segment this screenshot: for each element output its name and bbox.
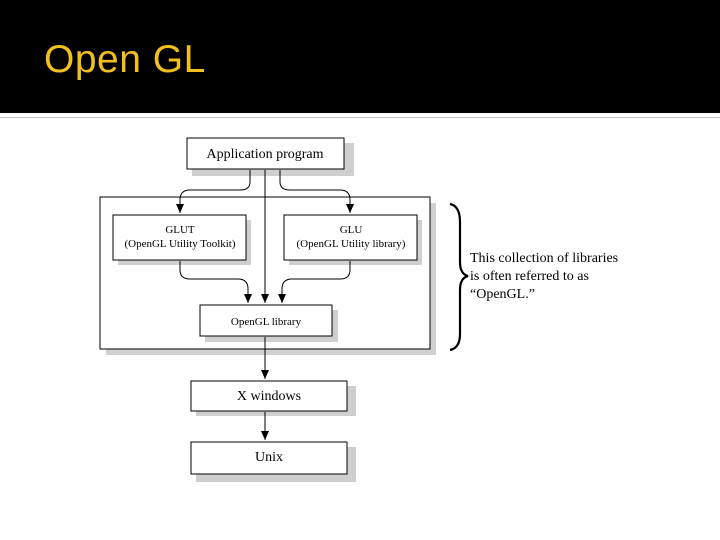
arrow-app-to-glu <box>279 170 354 213</box>
glut-label: GLUT <box>165 224 195 236</box>
application-program-label: Application program <box>206 147 323 162</box>
annotation-line-1: This collection of libraries <box>470 251 618 266</box>
glu-sublabel: (OpenGL Utility library) <box>297 238 406 250</box>
opengl-library-box: OpenGL library <box>199 304 338 342</box>
divider-line <box>0 117 720 118</box>
curly-brace <box>449 202 469 352</box>
slide-title: Open GL <box>44 38 206 81</box>
arrow-glut-to-opengl <box>179 261 252 303</box>
arrow-app-to-glut <box>176 170 251 213</box>
glut-box: GLUT (OpenGL Utility Toolkit) <box>112 214 251 265</box>
glu-label: GLU <box>340 224 363 236</box>
title-bar: Open GL <box>0 0 720 113</box>
annotation-line-2: is often referred to as <box>470 269 589 284</box>
glut-sublabel: (OpenGL Utility Toolkit) <box>124 238 235 250</box>
opengl-library-label: OpenGL library <box>231 316 302 328</box>
unix-label: Unix <box>255 450 283 465</box>
arrow-glu-to-opengl <box>278 261 351 303</box>
glu-box: GLU (OpenGL Utility library) <box>283 214 422 265</box>
annotation-text: This collection of libraries is often re… <box>470 251 618 302</box>
application-program-box: Application program <box>186 137 354 176</box>
unix-box: Unix <box>190 441 356 482</box>
annotation-line-3: “OpenGL.” <box>470 287 535 302</box>
x-windows-box: X windows <box>190 380 356 416</box>
x-windows-label: X windows <box>237 389 301 404</box>
